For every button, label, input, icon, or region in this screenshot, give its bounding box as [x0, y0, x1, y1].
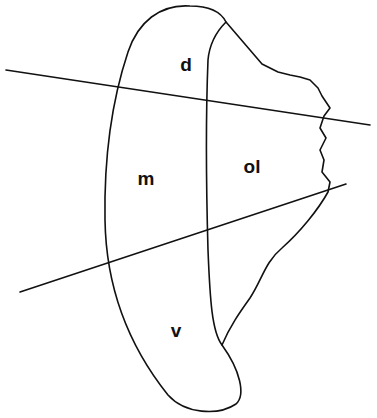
lobe-outline: [105, 6, 241, 412]
optic-lobe-outline: [222, 22, 330, 345]
section-line: [20, 184, 346, 292]
part-label: m: [138, 169, 155, 188]
section-line: [6, 70, 370, 125]
part-label: ol: [244, 157, 261, 176]
part-label: d: [180, 55, 192, 74]
part-label: v: [171, 321, 182, 340]
